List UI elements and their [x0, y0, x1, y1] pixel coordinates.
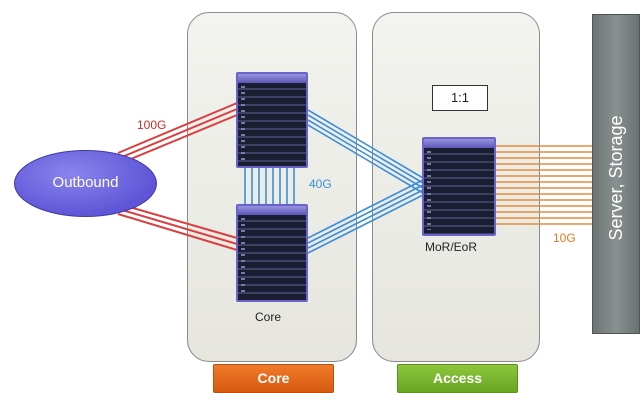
server-storage-bar — [592, 14, 640, 334]
server-storage-label: Server, Storage — [596, 115, 636, 240]
link-100g-top — [117, 102, 238, 162]
network-switch-icon — [236, 72, 308, 168]
link-label-100g: 100G — [137, 118, 167, 132]
mor-eor-device-label: MoR/EoR — [425, 240, 478, 254]
outbound-node: Outbound — [14, 150, 157, 217]
core-zone-panel — [187, 12, 357, 362]
link-40g-bottom — [307, 179, 424, 254]
core-device-label: Core — [255, 310, 282, 324]
link-40g-vertical — [244, 168, 295, 204]
link-10g-bundle — [496, 145, 592, 225]
server-storage-text: Server, Storage — [606, 115, 626, 241]
network-switch-icon — [422, 137, 496, 236]
link-40g-top — [307, 109, 424, 194]
oversubscription-ratio: 1:1 — [432, 85, 488, 111]
link-label-10g: 10G — [553, 231, 576, 245]
link-100g-bottom — [117, 205, 238, 251]
link-label-40g: 40G — [309, 177, 332, 191]
core-zone-tab: Core — [213, 364, 334, 393]
access-zone-tab: Access — [397, 364, 518, 393]
network-switch-icon — [236, 204, 308, 302]
